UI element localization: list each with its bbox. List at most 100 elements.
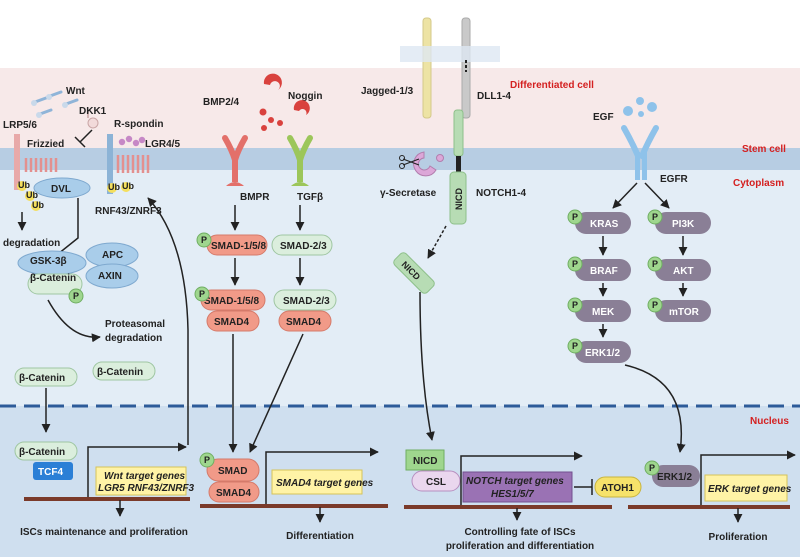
smad158-complex-phospho	[194, 286, 210, 302]
bcatenin-free-1	[14, 367, 78, 387]
wnt-transcription-arrow	[87, 442, 187, 497]
bcatenin-nuclear	[14, 441, 78, 461]
nicd-nuclear	[405, 449, 445, 471]
smad23-cyto-label: SMAD-2/3	[280, 241, 327, 252]
nicd-release-arrow	[427, 225, 447, 259]
bcatenin-complex	[27, 273, 83, 295]
erk-target-genes-box	[704, 474, 788, 502]
smad23-cyto	[271, 234, 333, 256]
nicd-free	[393, 252, 435, 294]
svg-text:Ub: Ub	[26, 190, 38, 200]
akt-phospho	[647, 256, 663, 272]
erk-nuclear-p: P	[649, 463, 655, 473]
lrp-receptor	[14, 134, 20, 190]
rnf43-receptor	[116, 155, 150, 173]
wnt-outcome: ISCs maintenance and proliferation	[20, 527, 188, 538]
notch-receptor-tm	[456, 156, 461, 172]
notch-label: NOTCH1-4	[476, 188, 526, 199]
notch-genes-line-2: HES1/5/7	[491, 489, 534, 500]
smad-outcome: Differentiation	[286, 531, 354, 542]
wnt-genes-line-1: Wnt target genes	[104, 471, 186, 482]
proteasomal-label: Proteasomal	[105, 319, 165, 330]
bcatenin-nuclear-label: β-Catenin	[19, 447, 65, 458]
akt-label: AKT	[673, 266, 694, 277]
smad4-complex-b-label: SMAD4	[286, 317, 321, 328]
smad-nuclear-p: P	[204, 455, 210, 465]
notch-transcription-arrow	[460, 451, 583, 505]
smad158-cyto-p: P	[201, 235, 207, 245]
erk-nuclear-label: ERK1/2	[657, 472, 692, 483]
dkk1-icon	[87, 117, 99, 129]
degradation-label: degradation	[3, 238, 60, 249]
differentiated-stem-band	[0, 68, 800, 148]
braf-protein	[575, 259, 631, 281]
notch-genes-line-1: NOTCH target genes	[466, 476, 564, 487]
nicd-membrane-label: NICD	[454, 188, 464, 210]
csl-label: CSL	[426, 477, 446, 488]
pi3k-phospho	[647, 209, 663, 225]
arrow-to-proteasome	[47, 299, 101, 343]
mtor-label: mTOR	[669, 307, 700, 318]
notch-pathway: Jagged-1/3 DLL1-4 NICD NOTCH1-4 γ-Secret…	[361, 17, 642, 552]
erk-outcome: Proliferation	[709, 532, 768, 543]
rspondin-icon	[118, 135, 146, 147]
notch-inhibits-atoh1	[574, 479, 593, 495]
smad23-complex-label: SMAD-2/3	[283, 296, 330, 307]
tgfb-label: TGFβ	[297, 192, 323, 203]
bcatenin-phospho-label: P	[73, 291, 79, 301]
differentiated-membrane-segment	[400, 46, 500, 62]
tcf4-label: TCF4	[38, 467, 63, 478]
zone-cytoplasm: Cytoplasm	[733, 178, 784, 189]
pi3k-p: P	[652, 212, 658, 222]
bcatenin-free-2-label: β-Catenin	[97, 367, 143, 378]
egfr-stalk-left	[635, 152, 640, 180]
erk-nuclear-phospho	[644, 460, 660, 476]
smad-nuclear-label: SMAD	[218, 466, 247, 477]
jagged-label: Jagged-1/3	[361, 86, 414, 97]
nicd-nuclear-label: NICD	[413, 456, 437, 467]
akt-p: P	[652, 259, 658, 269]
akt-protein	[655, 259, 711, 281]
lgr-label: LGR4/5	[145, 139, 180, 150]
notch-target-genes-box	[462, 471, 573, 503]
kras-protein	[575, 212, 631, 234]
smad4-complex-a-label: SMAD4	[214, 317, 249, 328]
mek-protein	[575, 300, 631, 322]
braf-phospho	[567, 256, 583, 272]
smad158-cyto-label: SMAD-1/5/8	[211, 241, 266, 252]
gamma-secretase-icon	[399, 151, 444, 177]
bcatenin-free-1-label: β-Catenin	[19, 373, 65, 384]
lgr-receptor	[107, 134, 113, 194]
erk-protein	[575, 341, 631, 363]
mek-label: MEK	[592, 307, 615, 318]
axin-label: AXIN	[98, 271, 122, 282]
proteasomal-degradation-label: degradation	[105, 333, 162, 344]
noggin-label: Noggin	[288, 91, 322, 102]
smad23-complex	[273, 289, 337, 311]
gamma-secretase-label: γ-Secretase	[380, 188, 437, 199]
svg-text:Ub: Ub	[32, 200, 44, 210]
mek-phospho	[567, 297, 583, 313]
bmp-pathway: BMP2/4 Noggin BMPR TGFβ SMAD-1/5/8 P	[194, 73, 388, 542]
noggin-icon	[259, 73, 310, 131]
atoh1-protein	[594, 476, 642, 498]
kras-p: P	[572, 212, 578, 222]
wnt-ligand-heads	[31, 94, 68, 118]
smad-nuclear-phospho	[199, 452, 215, 468]
erk-p: P	[572, 341, 578, 351]
erk-genes-label: ERK target genes	[708, 484, 792, 495]
bmp-label: BMP2/4	[203, 97, 240, 108]
notch-receptor-extracellular	[453, 109, 464, 157]
mtor-phospho	[647, 297, 663, 313]
tgfb-receptor	[287, 135, 313, 186]
pi3k-protein	[655, 212, 711, 234]
dvl-protein	[33, 177, 91, 199]
erk-label: ERK1/2	[585, 348, 620, 359]
erk-to-nucleus-arrow	[624, 364, 686, 453]
bcatenin-free-2	[92, 361, 156, 381]
smad4-complex-b	[278, 310, 332, 332]
braf-label: BRAF	[590, 266, 618, 277]
erk-phospho	[567, 338, 583, 354]
wnt-genes-line-2: LGR5 RNF43/ZNRF3	[98, 483, 195, 494]
